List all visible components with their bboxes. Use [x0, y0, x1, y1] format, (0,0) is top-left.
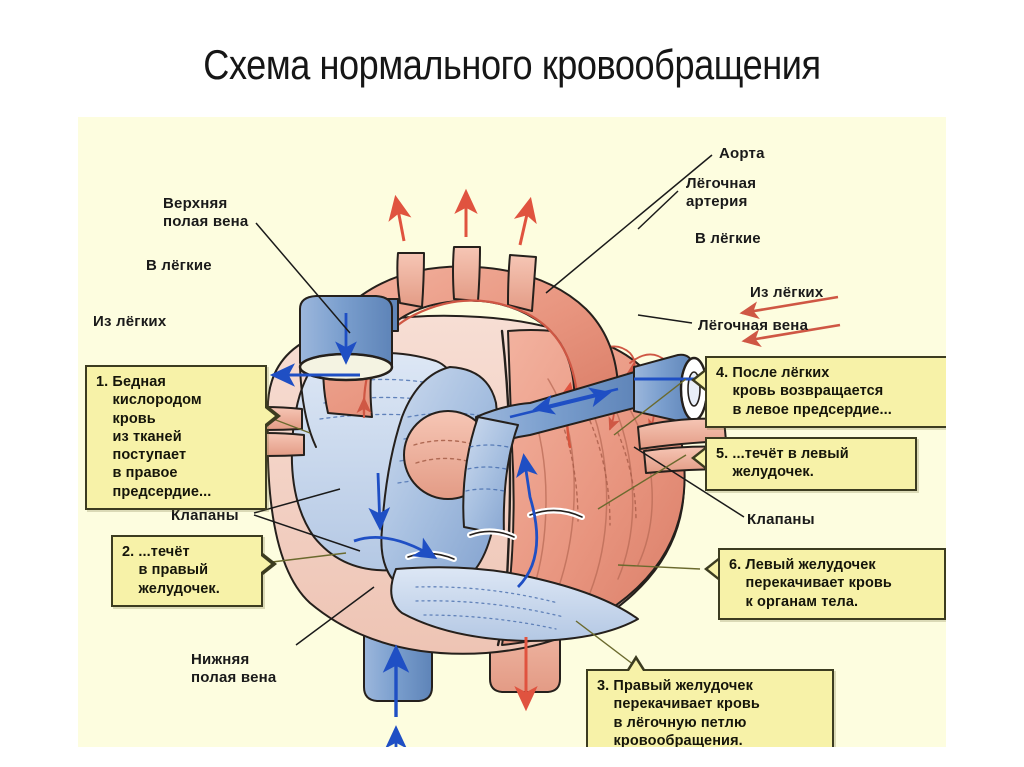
callout-step-5: 5. ...течёт в левый желудочек. — [705, 437, 917, 491]
callout-step-1: 1. Бедная кислородом кровь из тканей пос… — [85, 365, 267, 510]
callout-step-4: 4. После лёгких кровь возвращается в лев… — [705, 356, 946, 428]
label-valves-left: Клапаны — [171, 507, 239, 524]
circulation-diagram: Верхняя полая вена В лёгкие Из лёгких Ао… — [78, 117, 946, 747]
callout-step-3-tail-fill — [629, 660, 643, 671]
callout-step-5-tail-fill — [695, 450, 705, 466]
page-title: Схема нормального кровообращения — [203, 41, 821, 88]
label-from-lungs-right: Из лёгких — [750, 284, 824, 301]
label-superior-vena-cava: Верхняя полая вена — [163, 195, 249, 231]
label-inferior-vena-cava: Нижняя полая вена — [191, 651, 277, 687]
callout-step-1-tail-fill — [265, 408, 275, 424]
label-pulmonary-artery: Лёгочная артерия — [686, 175, 757, 211]
label-from-lungs-left: Из лёгких — [93, 313, 167, 330]
callout-step-6-tail-fill — [708, 561, 718, 577]
label-pulmonary-vein: Лёгочная вена — [698, 317, 809, 334]
label-to-lungs-left: В лёгкие — [146, 257, 212, 274]
callout-step-4-tail-fill — [695, 372, 705, 388]
callout-step-2: 2. ...течёт в правый желудочек. — [111, 535, 263, 607]
callout-step-3: 3. Правый желудочек перекачивает кровь в… — [586, 669, 834, 747]
label-to-lungs-right: В лёгкие — [695, 230, 761, 247]
callout-step-2-tail-fill — [261, 556, 271, 572]
label-valves-right: Клапаны — [747, 511, 815, 528]
label-aorta: Аорта — [719, 145, 765, 162]
callout-step-6: 6. Левый желудочек перекачивает кровь к … — [718, 548, 946, 620]
